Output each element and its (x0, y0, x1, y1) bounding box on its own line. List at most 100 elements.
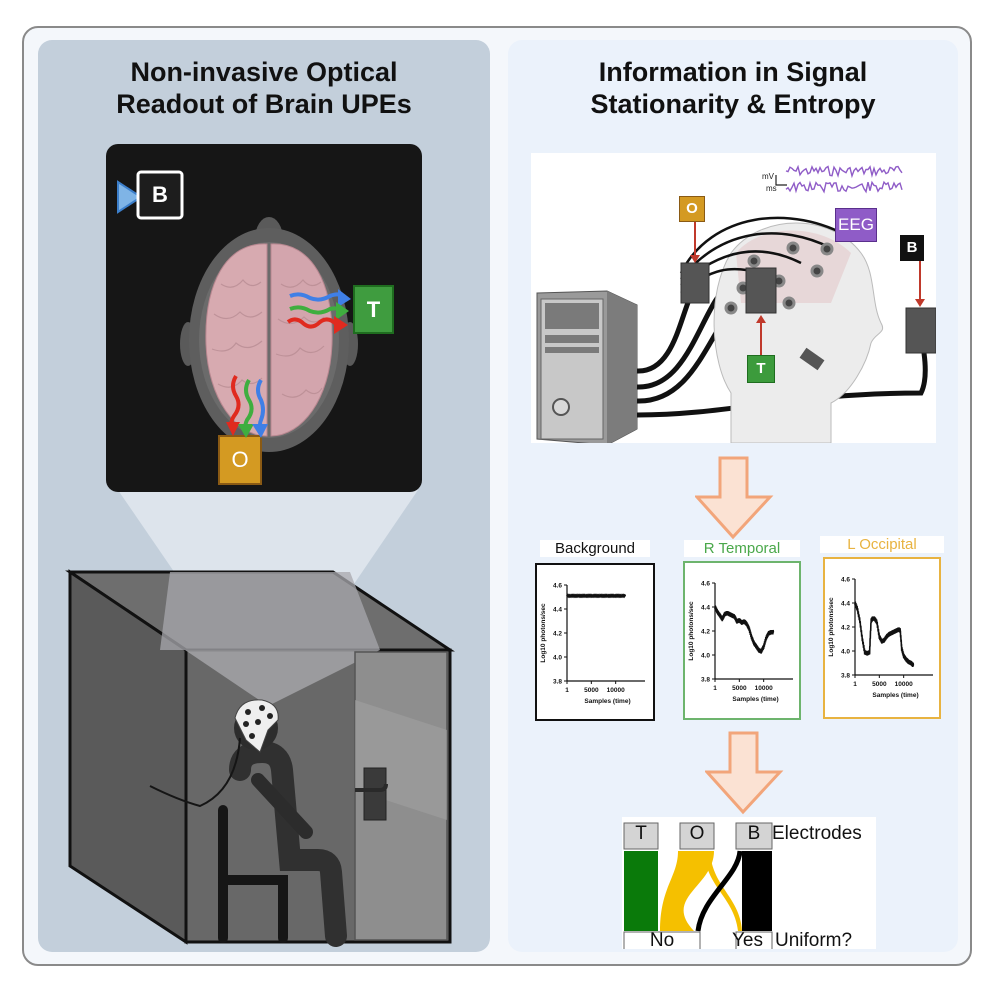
data-point (566, 595, 568, 597)
y-tick-label: 3.8 (701, 677, 710, 684)
data-point (724, 613, 726, 615)
data-point (738, 619, 740, 621)
data-point (719, 614, 721, 616)
blue-photon-arrowhead (338, 289, 351, 307)
data-point (743, 620, 745, 622)
eeg-electrodes (724, 241, 834, 315)
data-point (854, 602, 856, 604)
data-line (854, 601, 915, 668)
flow-b-to-no (695, 850, 743, 932)
b-sensor-device (905, 307, 936, 354)
chair-seat (218, 875, 288, 943)
sankey-flows (623, 822, 773, 949)
flow-o-to-no (660, 851, 714, 931)
x-axis-label: Samples (time) (872, 692, 918, 699)
door-handle-plate (363, 767, 387, 821)
seated-subject (149, 699, 347, 947)
data-point (728, 613, 731, 615)
data-point (912, 664, 914, 666)
t-sensor-label: T (366, 297, 381, 322)
data-point (907, 661, 910, 663)
data-point (905, 658, 907, 660)
node-o (679, 822, 715, 850)
x-tick-label: 10000 (895, 681, 913, 688)
data-point (870, 620, 872, 622)
y-tick-label: 4.0 (841, 649, 850, 656)
data-point (903, 655, 905, 657)
data-point (585, 595, 588, 597)
data-point (610, 595, 612, 597)
eeg-trace-1 (785, 164, 903, 179)
data-point (714, 606, 716, 608)
data-point (624, 595, 626, 597)
data-point (733, 616, 736, 618)
data-point (750, 636, 753, 638)
data-point (886, 636, 888, 638)
x-tick-label: 1 (853, 681, 857, 688)
data-point (753, 642, 755, 644)
y-tick-label: 4.6 (701, 581, 710, 588)
o-sensor-label: O (231, 447, 249, 472)
light-cone-top (160, 572, 380, 650)
light-cone-inside (185, 650, 380, 706)
left-title-line1: Non-invasive Optical (130, 57, 398, 87)
plot-frame (823, 557, 941, 719)
data-point (741, 622, 743, 624)
y-axis-label: Log10 photons/sec (540, 603, 547, 663)
b-sensor-label: B (152, 182, 168, 207)
right-title-line1: Information in Signal (598, 57, 868, 87)
node-b (735, 822, 773, 850)
flow-t-to-no (624, 851, 658, 931)
node-yes-label: Yes (732, 930, 763, 951)
uniform-caption: Uniform? (775, 930, 853, 951)
plot-frame (683, 561, 801, 720)
subject-cable (149, 737, 241, 808)
eeg-x-unit: ms (766, 184, 777, 193)
data-point (748, 628, 750, 630)
x-tick-label: 1 (713, 685, 717, 692)
y-tick-label: 4.6 (841, 577, 850, 584)
y-tick-label: 4.6 (553, 583, 562, 590)
brain-gyri (211, 279, 325, 398)
data-point (868, 651, 871, 653)
t-sensor-device (745, 267, 777, 314)
y-tick-label: 3.8 (841, 673, 850, 680)
door-handle (355, 783, 388, 792)
data-point (876, 621, 878, 623)
green-photon-arrowhead (336, 302, 349, 320)
down-arrow-2 (705, 731, 784, 815)
data-point (888, 633, 890, 635)
y-tick-label: 4.0 (701, 653, 710, 660)
data-point (871, 618, 874, 620)
b-pointer-icon (117, 180, 143, 214)
brain-inset-illustration (117, 170, 394, 485)
photon-arrows-to-t (286, 289, 351, 334)
o-sensor-box (218, 435, 262, 485)
t-sensor-box (353, 285, 394, 334)
eeg-y-unit: mV (762, 172, 774, 181)
node-t (623, 822, 659, 850)
data-point (856, 608, 859, 610)
x-tick-label: 1 (565, 687, 569, 694)
y-tick-label: 4.4 (701, 605, 710, 612)
chin-strap (799, 347, 825, 371)
y-tick-label: 4.2 (553, 631, 562, 638)
data-point (864, 651, 866, 653)
data-point (571, 595, 573, 597)
computer-tower (536, 290, 638, 443)
plot-frame (535, 563, 655, 721)
eeg-trace-2 (785, 180, 903, 194)
y-tick-label: 4.4 (841, 601, 850, 608)
data-point (881, 640, 883, 642)
node-b-label: B (747, 823, 761, 844)
subject-arm (251, 773, 313, 839)
data-point (721, 618, 723, 620)
data-point (615, 595, 617, 597)
red-photon-arrowhead (334, 316, 348, 334)
data-point (605, 595, 607, 597)
y-axis-label: Log10 photons/sec (688, 601, 695, 661)
data-point (731, 614, 733, 616)
data-point (898, 628, 900, 630)
